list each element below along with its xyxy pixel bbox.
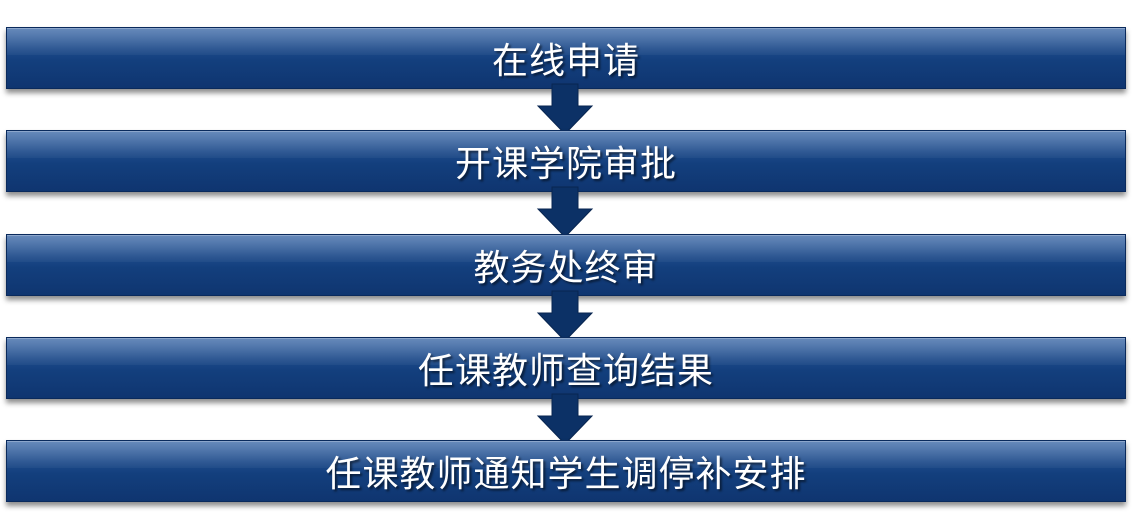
- down-arrow-icon: [536, 83, 594, 135]
- down-arrow-icon: [536, 290, 594, 342]
- step-academic-affairs-final-review: 教务处终审: [6, 234, 1126, 296]
- step-label: 任课教师通知学生调停补安排: [325, 454, 807, 495]
- step-college-approval: 开课学院审批: [6, 130, 1126, 192]
- down-arrow-icon: [536, 186, 594, 238]
- step-teacher-notify-students: 任课教师通知学生调停补安排: [6, 440, 1126, 502]
- down-arrow-icon: [536, 393, 594, 445]
- step-label: 任课教师查询结果: [417, 351, 714, 392]
- step-label: 教务处终审: [473, 248, 659, 289]
- step-teacher-query-result: 任课教师查询结果: [6, 337, 1126, 399]
- step-label: 开课学院审批: [454, 144, 677, 185]
- step-online-application: 在线申请: [6, 27, 1126, 89]
- step-label: 在线申请: [491, 41, 640, 82]
